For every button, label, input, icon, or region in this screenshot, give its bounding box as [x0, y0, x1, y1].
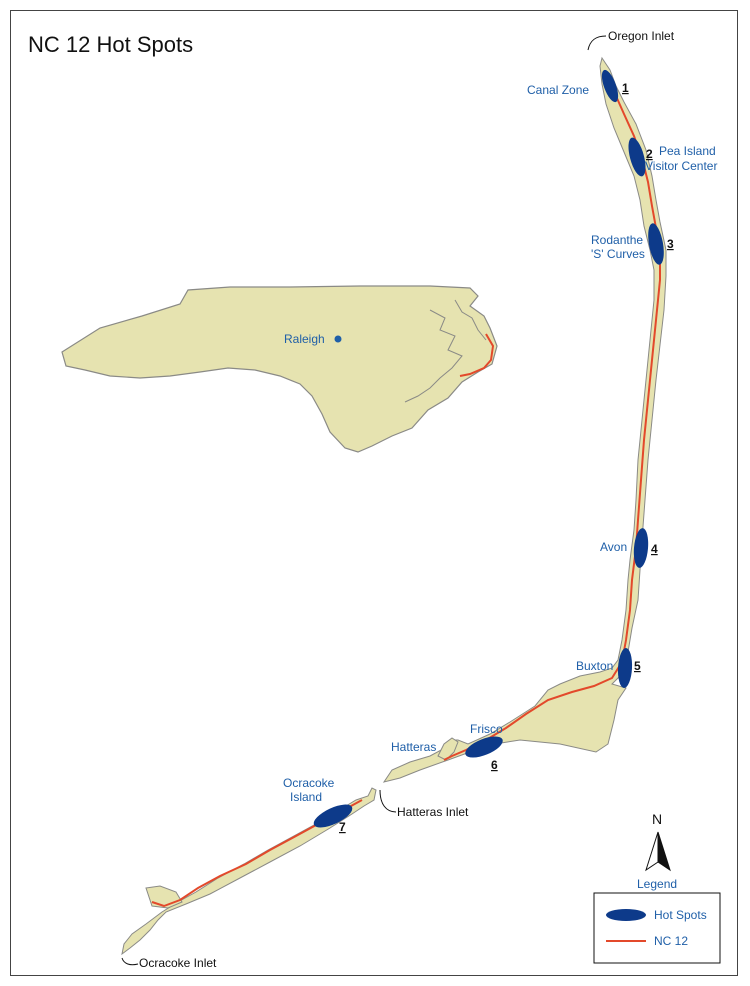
legend-hot-spots-label: Hot Spots — [654, 908, 707, 922]
hot-spot-2 — [628, 137, 646, 177]
ocracoke-inlet-leader — [121, 957, 139, 966]
north-arrow-icon — [645, 831, 671, 872]
hot-spot-4 — [633, 528, 649, 568]
hot-spot-number-2: 2 — [646, 147, 653, 161]
label-s-curves: 'S' Curves — [591, 247, 645, 261]
legend-road-label: NC 12 — [654, 934, 688, 948]
hot-spot-number-5: 5 — [634, 659, 641, 673]
state-nc12-road — [459, 333, 495, 377]
legend-hot-spot-symbol — [606, 909, 646, 921]
label-visitor-center: Visitor Center — [645, 159, 717, 173]
label-ocracoke-inlet: Ocracoke Inlet — [139, 956, 217, 970]
nc12-road-outer-banks — [443, 77, 661, 761]
legend-title: Legend — [637, 877, 677, 891]
legend-box — [593, 892, 721, 964]
hot-spot-3 — [648, 223, 664, 265]
label-rodanthe: Rodanthe — [591, 233, 643, 247]
coast-detail-2 — [454, 299, 487, 341]
label-oregon-inlet: Oregon Inlet — [608, 29, 675, 43]
hot-spot-number-6: 6 — [491, 758, 498, 772]
oregon-inlet-leader — [587, 35, 607, 51]
ocracoke-west-lobe — [145, 885, 183, 909]
map-frame — [10, 10, 738, 976]
hatteras-inlet-leader — [379, 789, 397, 813]
coast-detail — [404, 309, 463, 403]
hot-spot-number-7: 7 — [339, 820, 346, 834]
hot-spot-5 — [617, 648, 633, 688]
label-hatteras-inlet: Hatteras Inlet — [397, 805, 469, 819]
raleigh-label: Raleigh — [284, 332, 325, 346]
north-label: N — [652, 811, 662, 827]
hot-spot-7 — [313, 804, 353, 828]
label-avon: Avon — [600, 540, 627, 554]
label-ocracoke: Ocracoke — [283, 776, 335, 790]
map-title: NC 12 Hot Spots — [28, 32, 193, 57]
label-canal-zone: Canal Zone — [527, 83, 589, 97]
hot-spot-number-4: 4 — [651, 542, 658, 556]
hot-spot-number-1: 1 — [622, 81, 629, 95]
hot-spot-number-3: 3 — [667, 237, 674, 251]
label-buxton: Buxton — [576, 659, 613, 673]
north-carolina-state — [61, 285, 498, 453]
label-island: Island — [290, 790, 322, 804]
label-hatteras: Hatteras — [391, 740, 436, 754]
label-frisco: Frisco — [470, 722, 503, 736]
outer-banks-island — [382, 56, 667, 783]
hot-spot-6 — [465, 736, 503, 758]
label-pea-island: Pea Island — [659, 144, 716, 158]
hot-spot-1 — [601, 69, 619, 103]
raleigh-marker — [334, 335, 342, 343]
